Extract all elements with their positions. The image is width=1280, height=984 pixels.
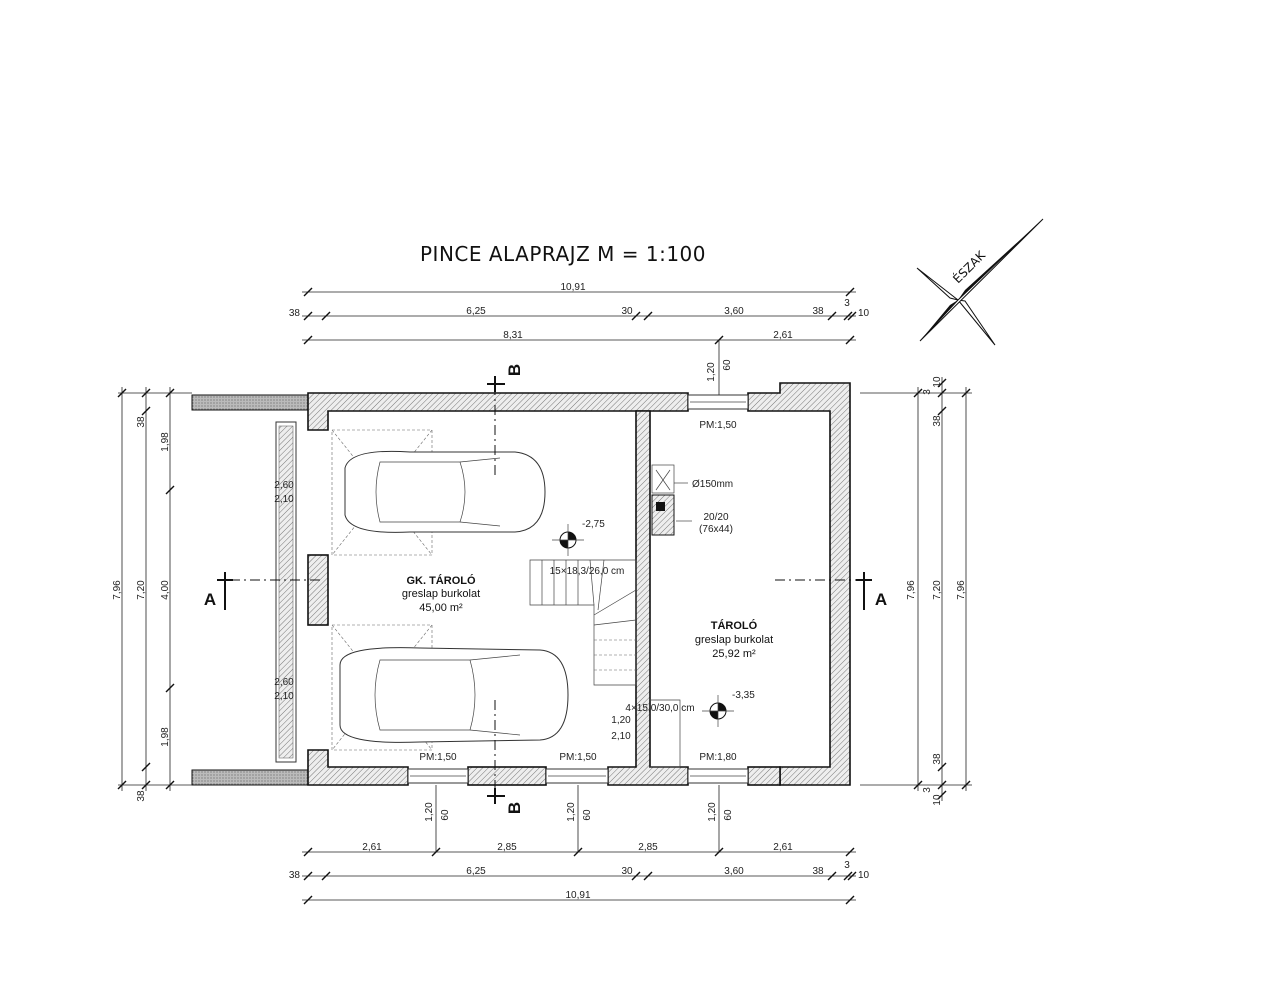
dim: 3,60 xyxy=(724,866,744,877)
dim: 10,91 xyxy=(560,282,585,293)
dim: 38 xyxy=(289,308,301,319)
dim: 6,25 xyxy=(466,306,486,317)
dim: 30 xyxy=(621,866,633,877)
door-label: 2,10 xyxy=(274,494,294,505)
dim: 3 xyxy=(844,860,850,871)
room-floor: greslap burkolat xyxy=(695,634,773,646)
dim: 38 xyxy=(136,790,147,802)
dim: 3 xyxy=(844,298,850,309)
dim: 1,20 xyxy=(706,362,717,382)
dim: 3,60 xyxy=(724,306,744,317)
left-dimensions: 7,96 38 7,20 38 1,98 4,00 1,98 xyxy=(112,387,192,802)
door-label: 2,10 xyxy=(274,691,294,702)
north-arrow-icon: ÉSZAK xyxy=(916,218,1044,346)
dim: 2,61 xyxy=(773,330,793,341)
dim: 8,31 xyxy=(503,330,523,341)
right-dimensions: 10 3 38 7,96 38 3 10 7,20 7,96 xyxy=(860,376,972,806)
section-label: B xyxy=(505,802,524,814)
plan-title: PINCE ALAPRAJZ M = 1:100 xyxy=(420,242,706,266)
room-area: 45,00 m² xyxy=(419,602,463,614)
dim: 6,25 xyxy=(466,866,486,877)
dim: 2,61 xyxy=(773,842,793,853)
room-name: GK. TÁROLÓ xyxy=(406,574,475,587)
top-dimensions: 10,91 38 6,25 30 3,60 38 3 10 8,31 2,61 … xyxy=(289,282,870,405)
dim: 60 xyxy=(440,809,451,821)
car-icon xyxy=(339,647,569,743)
dim: 7,96 xyxy=(112,580,123,600)
dim: 38 xyxy=(932,753,943,765)
room-name: TÁROLÓ xyxy=(711,619,758,632)
door-label: 2,10 xyxy=(611,731,631,742)
section-line-a: A A xyxy=(204,572,887,610)
dim: 7,20 xyxy=(136,580,147,600)
level-value: -3,35 xyxy=(732,690,755,701)
room-floor: greslap burkolat xyxy=(402,588,480,600)
section-line-b: B B xyxy=(487,364,524,814)
dim: 10 xyxy=(932,376,943,388)
dim: 60 xyxy=(582,809,593,821)
car-icon xyxy=(344,450,546,533)
dim: 1,98 xyxy=(160,432,171,452)
bottom-dimensions: 2,61 2,85 2,85 2,61 38 6,25 30 3,60 38 3… xyxy=(289,842,870,905)
window-label: PM:1,50 xyxy=(419,752,457,763)
section-label: A xyxy=(204,590,216,609)
room-area: 25,92 m² xyxy=(712,648,756,660)
chimney: Ø150mm 20/20 (76x44) xyxy=(651,464,733,536)
door-label: 2,60 xyxy=(274,677,294,688)
window-label: PM:1,50 xyxy=(559,752,597,763)
level-marker: -2,75 xyxy=(552,519,605,556)
chimney-size: 20/20 xyxy=(703,512,728,523)
sill-dimensions: 1,20 60 1,20 60 1,20 60 xyxy=(424,785,734,852)
staircase: 15×18,3/26,0 cm 4×15,0/30,0 cm xyxy=(529,559,695,768)
section-label: A xyxy=(875,590,887,609)
dim: 38 xyxy=(812,306,824,317)
dim: 10,91 xyxy=(565,890,590,901)
window-label: PM:1,80 xyxy=(699,752,737,763)
chimney-size2: (76x44) xyxy=(699,524,733,535)
dim: 7,96 xyxy=(956,580,967,600)
dim: 30 xyxy=(621,306,633,317)
dim: 2,85 xyxy=(497,842,517,853)
dim: 10 xyxy=(858,308,870,319)
dim: 4,00 xyxy=(160,580,171,600)
dim: 38 xyxy=(289,870,301,881)
dim: 60 xyxy=(723,809,734,821)
dim: 7,20 xyxy=(932,580,943,600)
dim: 2,61 xyxy=(362,842,382,853)
dim: 3 xyxy=(922,787,933,793)
dim: 38 xyxy=(812,866,824,877)
dim: 10 xyxy=(858,870,870,881)
section-label: B xyxy=(505,364,524,376)
dim: 1,98 xyxy=(160,727,171,747)
level-value: -2,75 xyxy=(582,519,605,530)
dim: 10 xyxy=(932,794,943,806)
dim: 60 xyxy=(722,359,733,371)
dim: 3 xyxy=(922,389,933,395)
window-label: PM:1,50 xyxy=(699,420,737,431)
stair-label: 15×18,3/26,0 cm xyxy=(550,566,625,577)
dim: 7,96 xyxy=(906,580,917,600)
north-label: ÉSZAK xyxy=(950,247,989,286)
dim: 1,20 xyxy=(566,802,577,822)
flue-label: Ø150mm xyxy=(692,479,733,490)
stair-label: 4×15,0/30,0 cm xyxy=(625,703,694,714)
dim: 1,20 xyxy=(424,802,435,822)
door-label: 1,20 xyxy=(611,715,631,726)
dim: 1,20 xyxy=(707,802,718,822)
door-label: 2,60 xyxy=(274,480,294,491)
dim: 2,85 xyxy=(638,842,658,853)
dim: 38 xyxy=(932,415,943,427)
dim: 38 xyxy=(136,416,147,428)
walls xyxy=(191,382,851,786)
level-marker: -3,35 xyxy=(702,690,755,727)
